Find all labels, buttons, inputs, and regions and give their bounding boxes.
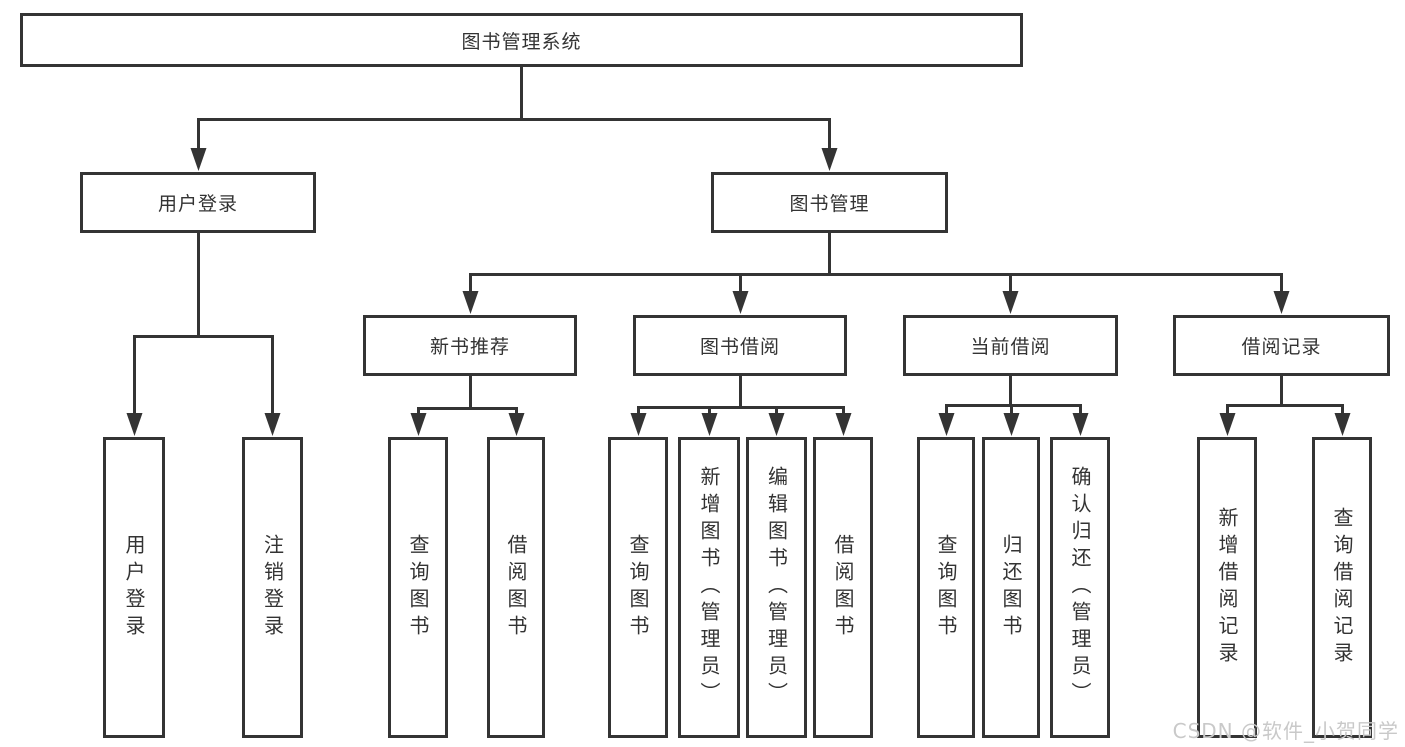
arrowhead-down-icon: [190, 148, 207, 171]
leaf-query-books-borrow-label: 查询图书: [626, 533, 650, 642]
leaf-query-books-current: 查询图书: [917, 437, 975, 738]
leaf-borrow-books: 借阅图书: [813, 437, 873, 738]
leaf-query-books-recommend-label: 查询图书: [406, 533, 430, 642]
leaf-add-borrow-record-label: 新增借阅记录: [1215, 506, 1239, 669]
node-book-borrow: 图书借阅: [633, 315, 847, 376]
leaf-query-books-recommend: 查询图书: [388, 437, 448, 738]
leaf-borrow-books-recommend: 借阅图书: [487, 437, 545, 738]
arrowhead-down-icon: [508, 413, 525, 436]
arrowhead-down-icon: [821, 148, 838, 171]
leaf-confirm-return-admin: 确认归还（管理员）: [1050, 437, 1110, 738]
node-user-login-label: 用户登录: [157, 193, 238, 215]
node-user-login: 用户登录: [80, 172, 316, 233]
arrowhead-down-icon: [732, 291, 749, 314]
node-new-book-recommend-label: 新书推荐: [429, 336, 510, 358]
arrowhead-down-icon: [938, 413, 955, 436]
node-borrow-records: 借阅记录: [1173, 315, 1390, 376]
leaf-return-books: 归还图书: [982, 437, 1040, 738]
arrowhead-down-icon: [1002, 291, 1019, 314]
arrowhead-down-icon: [1334, 413, 1351, 436]
leaf-confirm-return-admin-label: 确认归还（管理员）: [1068, 466, 1092, 709]
arrowhead-down-icon: [1072, 413, 1089, 436]
leaf-logout-label: 注销登录: [260, 533, 285, 642]
node-book-borrow-label: 图书借阅: [699, 336, 780, 358]
leaf-borrow-books-label: 借阅图书: [831, 533, 855, 642]
node-new-book-recommend: 新书推荐: [363, 315, 577, 376]
arrowhead-down-icon: [126, 413, 143, 436]
leaf-query-books-borrow: 查询图书: [608, 437, 668, 738]
leaf-add-books-admin-label: 新增图书（管理员）: [697, 466, 721, 709]
arrowhead-down-icon: [768, 413, 785, 436]
leaf-borrow-books-recommend-label: 借阅图书: [504, 533, 528, 642]
leaf-query-borrow-record: 查询借阅记录: [1312, 437, 1372, 738]
node-book-management: 图书管理: [711, 172, 948, 233]
node-book-management-label: 图书管理: [789, 193, 870, 215]
arrowhead-down-icon: [264, 413, 281, 436]
node-root-label: 图书管理系统: [461, 30, 582, 53]
arrowhead-down-icon: [1003, 413, 1020, 436]
node-root: 图书管理系统: [20, 13, 1023, 67]
leaf-logout: 注销登录: [242, 437, 303, 738]
leaf-user-login: 用户登录: [103, 437, 165, 738]
arrowhead-down-icon: [701, 413, 718, 436]
leaf-query-books-current-label: 查询图书: [934, 533, 958, 642]
leaf-edit-books-admin-label: 编辑图书（管理员）: [764, 466, 789, 709]
arrowheads: [126, 148, 1351, 436]
arrowhead-down-icon: [1273, 291, 1290, 314]
leaf-query-borrow-record-label: 查询借阅记录: [1330, 506, 1354, 669]
arrowhead-down-icon: [462, 291, 479, 314]
node-current-borrow-label: 当前借阅: [970, 336, 1051, 358]
arrowhead-down-icon: [835, 413, 852, 436]
leaf-return-books-label: 归还图书: [999, 533, 1023, 642]
arrowhead-down-icon: [410, 413, 427, 436]
leaf-add-books-admin: 新增图书（管理员）: [678, 437, 740, 738]
leaf-add-borrow-record: 新增借阅记录: [1197, 437, 1257, 738]
watermark: CSDN @软件_小贺同学: [1172, 719, 1399, 743]
node-current-borrow: 当前借阅: [903, 315, 1118, 376]
leaf-user-login-label: 用户登录: [122, 533, 146, 642]
leaf-edit-books-admin: 编辑图书（管理员）: [746, 437, 807, 738]
node-borrow-records-label: 借阅记录: [1241, 336, 1322, 358]
arrowhead-down-icon: [1219, 413, 1236, 436]
arrowhead-down-icon: [630, 413, 647, 436]
